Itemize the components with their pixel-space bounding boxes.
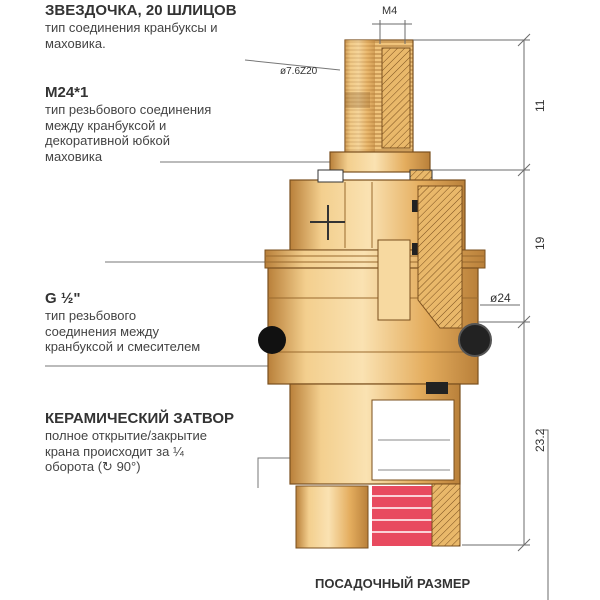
ceramic-seat xyxy=(295,483,461,549)
dim-spline-diameter: ø7.6Z20 xyxy=(280,66,318,77)
ceramic-desc-line-3: оборота (↻ 90°) xyxy=(45,459,141,475)
washer xyxy=(409,169,433,181)
dimension-ticks xyxy=(517,33,531,552)
thread-g12-desc-line-1: тип резьбового xyxy=(45,308,137,323)
thread-m24-desc-line-1: тип резьбового соединения xyxy=(45,102,212,117)
thread-m24-desc-line-4: маховика xyxy=(45,148,103,164)
ceramic-label: КЕРАМИЧЕСКИЙ ЗАТВОР полное открытие/закр… xyxy=(45,410,234,475)
thread-m24-label: М24*1 тип резьбового соединения между кр… xyxy=(45,84,211,164)
ceramic-desc-line-2: крана происходит за ¼ xyxy=(45,443,184,459)
dim-m4: M4 xyxy=(382,5,397,17)
dim-diameter: ø24 xyxy=(490,291,511,305)
thread-m24-desc-line-2: между кранбуксой и xyxy=(45,117,167,133)
spline-shaft xyxy=(344,39,414,153)
thread-m24-title: М24*1 xyxy=(45,84,89,101)
thread-m24-desc-line-3: декоративной юбкой xyxy=(45,133,170,149)
thread-g12-title: G ½" xyxy=(45,290,81,307)
ceramic-desc-line-1: полное открытие/закрытие xyxy=(45,428,207,443)
thread-g12-label: G ½" тип резьбового соединения между кра… xyxy=(45,290,200,355)
lower-body xyxy=(289,382,461,485)
collar xyxy=(329,151,431,173)
ceramic-title: КЕРАМИЧЕСКИЙ ЗАТВОР xyxy=(45,410,234,427)
main-body xyxy=(267,185,479,385)
thread-g12-desc-line-2: соединения между xyxy=(45,323,159,339)
spline-desc-line-2: маховика. xyxy=(45,35,106,51)
fit-size-label: ПОСАДОЧНЫЙ РАЗМЕР xyxy=(315,576,471,591)
dim-height-bottom: 23.2 xyxy=(533,428,547,452)
leader-spline xyxy=(244,59,341,71)
o-ring-right xyxy=(458,323,492,357)
dim-height-middle: 19 xyxy=(533,236,547,250)
spline-title: ЗВЕЗДОЧКА, 20 ШЛИЦОВ xyxy=(45,2,237,19)
dim-height-top: 11 xyxy=(533,99,547,112)
thread-g12-desc-line-3: кранбуксой и смесителем xyxy=(45,339,201,355)
spline-label: ЗВЕЗДОЧКА, 20 ШЛИЦОВ тип соединения кран… xyxy=(45,2,237,51)
spline-desc-line-1: тип соединения кранбуксы и xyxy=(45,20,218,35)
dimension-lines xyxy=(372,20,549,600)
o-ring-left xyxy=(258,326,286,354)
